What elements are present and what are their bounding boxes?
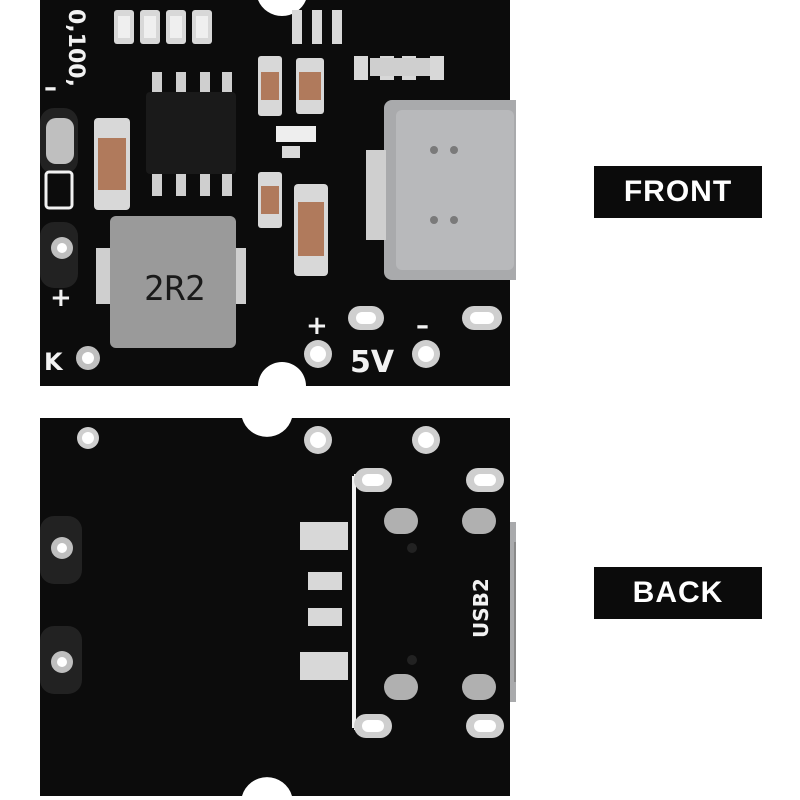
usb-label: USB2 — [469, 578, 493, 638]
inductor — [96, 216, 246, 348]
front-left-pads — [40, 108, 100, 370]
pin-plus-out-label: + — [306, 311, 328, 341]
front-bottom-pads — [304, 58, 502, 368]
pin-minus-top-label: – — [44, 73, 57, 103]
pin-plus-left-label: + — [50, 283, 72, 313]
capacitors — [94, 56, 328, 276]
front-label: FRONT — [594, 166, 762, 218]
back-board-photo: USB2 — [40, 418, 516, 796]
ic-chip — [146, 72, 236, 196]
led-row — [114, 10, 212, 44]
usb-c-port-front — [366, 100, 516, 280]
inductor-code: 2R2 — [144, 269, 205, 309]
back-label: BACK — [594, 567, 762, 619]
back-left-pads — [40, 516, 82, 694]
back-test-pads — [300, 522, 348, 680]
back-top-holes — [77, 426, 440, 454]
back-oval-pads — [354, 468, 504, 738]
back-pcb — [40, 418, 510, 796]
usb-c-port-back — [510, 522, 516, 702]
pin-k-label: K — [44, 348, 64, 376]
pin-minus-out-label: – — [416, 311, 429, 341]
front-board-photo: 0,100, – 2R2 — [40, 0, 516, 386]
voltage-label: 5V — [350, 345, 395, 380]
led-marks: 0,100, — [63, 9, 88, 87]
